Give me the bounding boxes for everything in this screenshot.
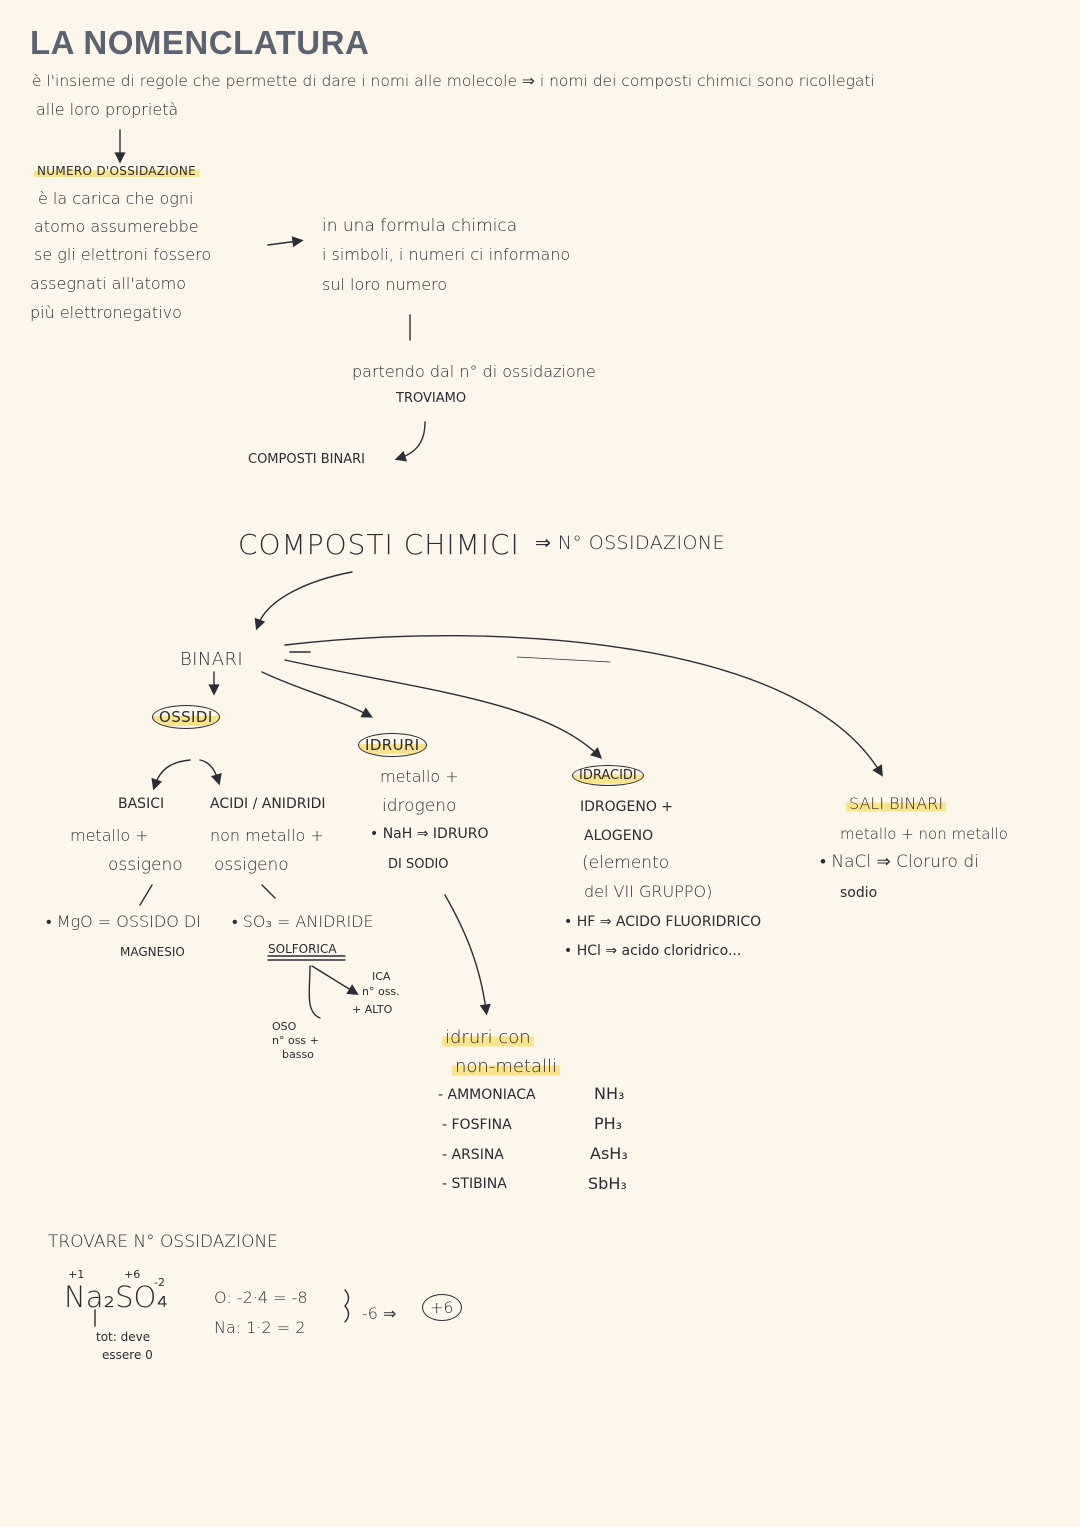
- idruro-name-1: - AMMONIACA: [438, 1087, 536, 1103]
- basici-def-1: metallo +: [70, 826, 149, 845]
- calc-oxygen: O: -2·4 = -8: [214, 1288, 308, 1307]
- trovare-heading: TROVARE N° OSSIDAZIONE: [48, 1232, 278, 1252]
- trovare-formula: Na₂SO₄: [64, 1280, 168, 1314]
- trovare-tot-2: essere 0: [102, 1348, 153, 1362]
- oxidation-def-5: più elettronegativo: [30, 303, 182, 322]
- calc-sodium: Na: 1·2 = 2: [214, 1318, 306, 1337]
- idruri-def-1: metallo +: [380, 767, 459, 786]
- intro-line-2: alle loro proprietà: [36, 100, 179, 119]
- idracidi-def-3: (elemento: [582, 853, 670, 873]
- idruro-formula-4: SbH₃: [588, 1174, 627, 1193]
- acidi-def-1: non metallo +: [210, 826, 324, 845]
- ica-alto: + ALTO: [352, 1003, 393, 1016]
- idracidi-def-1: IDROGENO +: [580, 799, 674, 815]
- idracidi-def-2: ALOGENO: [584, 828, 654, 844]
- oso-noss: n° oss +: [272, 1034, 319, 1047]
- oxidation-def-3: se gli elettroni fossero: [34, 245, 212, 264]
- sali-label: SALI BINARI: [846, 794, 947, 813]
- charge-o: -2: [154, 1276, 165, 1289]
- nonmetalli-title-1: idruri con: [442, 1027, 534, 1048]
- basici-example-2: MAGNESIO: [120, 945, 185, 959]
- basici-example-1: • MgO = OSSIDO DI: [46, 912, 201, 931]
- troviamo-label: TROVIAMO: [396, 391, 467, 406]
- basici-label: BASICI: [118, 796, 165, 812]
- idruri-example-2: DI SODIO: [388, 857, 449, 872]
- composti-binari-label: COMPOSTI BINARI: [248, 452, 365, 467]
- idruro-name-4: - STIBINA: [442, 1176, 507, 1192]
- oso-label: OSO: [272, 1020, 297, 1033]
- oxidation-def-1: è la carica che ogni: [38, 189, 194, 208]
- formula-note-3: sul loro numero: [322, 275, 448, 294]
- trovare-tot-1: tot: deve: [96, 1330, 151, 1344]
- calc-result-pre: -6 ⇒: [362, 1304, 397, 1323]
- ossidi-label: OSSIDI: [152, 705, 220, 729]
- idruri-def-2: idrogeno: [382, 796, 457, 816]
- acidi-label: ACIDI / ANIDRIDI: [210, 796, 326, 812]
- sali-def: metallo + non metallo: [840, 825, 1008, 843]
- composti-chimici-heading: COMPOSTI CHIMICI: [238, 528, 520, 561]
- idruro-formula-1: NH₃: [594, 1084, 625, 1103]
- ox-number-arrow-label: ⇒ N° OSSIDAZIONE: [535, 532, 725, 554]
- acidi-example-1: • SO₃ = ANIDRIDE: [232, 912, 374, 931]
- idruri-example-1: • NaH ⇒ IDRURO: [370, 826, 489, 842]
- ica-label: ICA: [372, 970, 391, 983]
- sali-example-2: sodio: [840, 885, 878, 901]
- formula-note-2: i simboli, i numeri ci informano: [322, 245, 571, 264]
- idruro-formula-2: PH₃: [594, 1114, 623, 1133]
- charge-na: +1: [68, 1268, 85, 1281]
- formula-note-1: in una formula chimica: [322, 216, 518, 236]
- basici-def-2: ossigeno: [108, 855, 183, 875]
- idruri-label: IDRURI: [358, 733, 427, 757]
- sali-example-1: • NaCl ⇒ Cloruro di: [820, 852, 979, 872]
- idracidi-example-1: • HF ⇒ ACIDO FLUORIDRICO: [564, 914, 762, 930]
- oxidation-def-4: assegnati all'atomo: [30, 274, 187, 293]
- acidi-example-2: SOLFORICA: [268, 942, 337, 956]
- oso-basso: basso: [282, 1048, 314, 1061]
- idruro-name-3: - ARSINA: [442, 1147, 504, 1163]
- ica-noss: n° oss.: [362, 985, 400, 998]
- charge-s: +6: [124, 1268, 141, 1281]
- acidi-def-2: ossigeno: [214, 855, 289, 875]
- partendo-line: partendo dal n° di ossidazione: [352, 362, 596, 381]
- calc-result: +6: [422, 1294, 462, 1321]
- idruro-formula-3: AsH₃: [590, 1144, 628, 1163]
- idracidi-example-2: • HCl ⇒ acido cloridrico...: [564, 943, 742, 959]
- intro-line-1: è l'insieme di regole che permette di da…: [32, 72, 875, 90]
- idracidi-def-4: del VII GRUPPO): [584, 882, 713, 901]
- oxidation-heading: NUMERO D'OSSIDAZIONE: [34, 164, 200, 178]
- nonmetalli-title-2: non-metalli: [452, 1056, 561, 1077]
- page-title: LA NOMENCLATURA: [30, 24, 370, 61]
- binari-label: BINARI: [180, 649, 244, 670]
- idruro-name-2: - FOSFINA: [442, 1117, 512, 1133]
- oxidation-def-2: atomo assumerebbe: [34, 217, 199, 236]
- idracidi-label: IDRACIDI: [572, 765, 644, 786]
